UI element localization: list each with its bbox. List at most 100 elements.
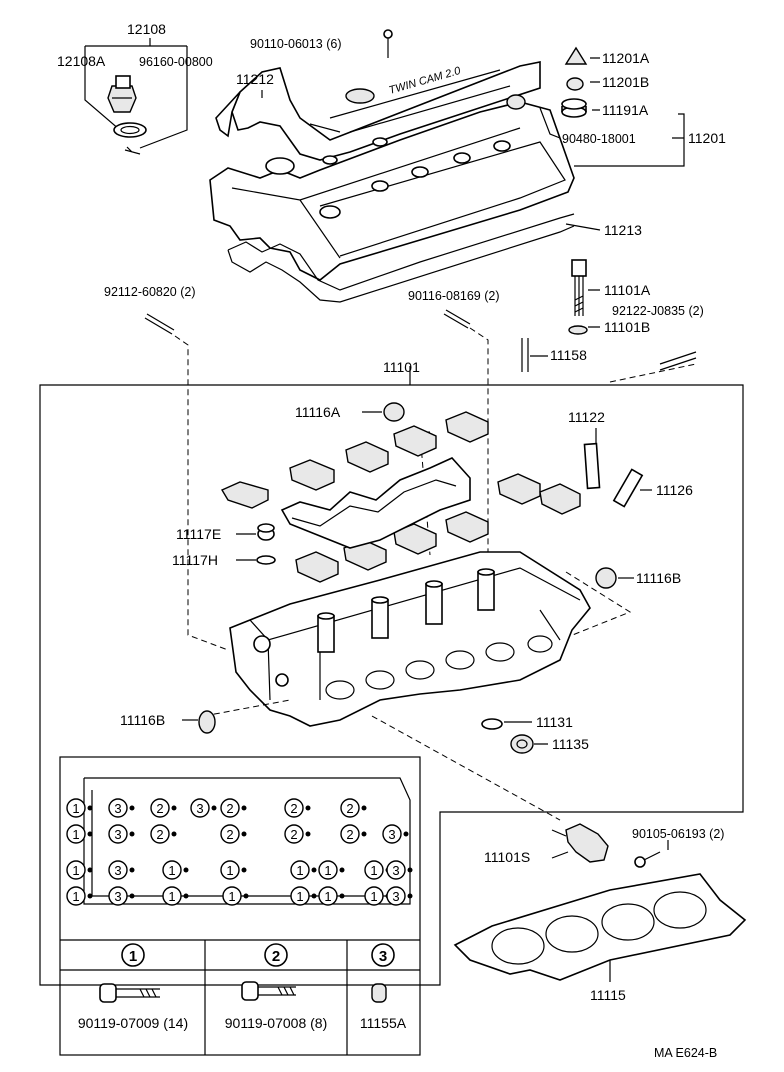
label-11191A: 11191A [602, 102, 649, 118]
bolt-position-3-1: 1 [66, 860, 93, 880]
bolt-position-4-8: 3 [386, 886, 413, 906]
svg-text:3: 3 [196, 801, 203, 816]
bolt-position-1-3: 2 [150, 798, 177, 818]
legend-part-number: 90119-07008 (8) [225, 1015, 327, 1031]
pins [583, 442, 644, 508]
cylinder-head-cover: TWIN CAM 2.0 [209, 61, 575, 303]
diagram-code: MA E624-B [654, 1046, 717, 1060]
label-11122: 11122 [568, 409, 605, 425]
svg-text:3: 3 [114, 801, 121, 816]
assembly-frame [39, 384, 744, 986]
label-12108A: 12108A [57, 53, 106, 69]
label-11135: 11135 [552, 736, 589, 752]
label-90116-08169: 90116-08169 (2) [408, 289, 500, 303]
cam-bearing-housing [280, 457, 471, 549]
sensor-parts [551, 823, 661, 868]
legend-part-number: 11155A [360, 1015, 407, 1031]
label-11117E: 11117E [176, 526, 221, 542]
label-96160-00800: 96160-00800 [139, 55, 213, 69]
svg-text:1: 1 [168, 863, 175, 878]
bolt-position-2-6: 2 [340, 824, 367, 844]
legend-entry-3: 3 11155A [360, 943, 407, 1031]
label-92122-J0835: 92122-J0835 (2) [612, 304, 704, 318]
label-11158: 11158 [550, 347, 587, 363]
svg-text:3: 3 [114, 863, 121, 878]
svg-text:2: 2 [346, 827, 353, 842]
label-11116B-right: 11116B [636, 570, 681, 586]
bolt-position-4-5: 1 [290, 886, 317, 906]
svg-text:1: 1 [168, 889, 175, 904]
svg-text:2: 2 [272, 948, 280, 965]
legend-part-number: 90119-07009 (14) [78, 1015, 188, 1031]
bolt-position-3-6: 1 [318, 860, 345, 880]
legend-entry-1: 1 90119-07009 (14) [78, 943, 188, 1031]
bolt-position-3-4: 1 [220, 860, 247, 880]
cover-bolt [383, 29, 393, 58]
svg-text:1: 1 [324, 889, 331, 904]
svg-text:1: 1 [370, 863, 377, 878]
legend-table [60, 939, 420, 1055]
label-92112-60820: 92112-60820 (2) [104, 285, 196, 299]
svg-text:2: 2 [226, 827, 233, 842]
svg-text:1: 1 [370, 889, 377, 904]
label-11201A: 11201A [602, 50, 650, 66]
label-11126: 11126 [656, 482, 693, 498]
label-11201: 11201 [688, 130, 726, 146]
label-11101: 11101 [383, 359, 420, 375]
bolt-position-2-7: 3 [382, 824, 409, 844]
bolt-position-4-1: 1 [66, 886, 93, 906]
svg-text:1: 1 [72, 889, 79, 904]
bolt-position-3-3: 1 [162, 860, 189, 880]
svg-text:1: 1 [296, 863, 303, 878]
svg-text:1: 1 [228, 889, 235, 904]
bolt-position-4-4: 1 [222, 886, 249, 906]
label-12108: 12108 [127, 21, 166, 37]
bolt-position-3-7: 1 [364, 860, 391, 880]
svg-text:2: 2 [226, 801, 233, 816]
svg-text:3: 3 [114, 889, 121, 904]
bolt-position-4-3: 1 [162, 886, 189, 906]
svg-text:2: 2 [290, 801, 297, 816]
svg-text:2: 2 [156, 827, 163, 842]
bolt-position-1-2: 3 [108, 798, 135, 818]
svg-text:1: 1 [324, 863, 331, 878]
svg-text:3: 3 [114, 827, 121, 842]
svg-text:2: 2 [156, 801, 163, 816]
label-90480-18001: 90480-18001 [562, 132, 636, 146]
bolt-position-1-4: 3 [190, 798, 217, 818]
bolt-position-2-3: 2 [150, 824, 177, 844]
bolt-position-4-2: 3 [108, 886, 135, 906]
label-11117H: 11117H [172, 552, 218, 568]
label-11101S: 11101S [484, 849, 530, 865]
label-11201B: 11201B [602, 74, 649, 90]
bolt-position-1-5: 2 [220, 798, 247, 818]
label-11116B-left: 11116B [120, 712, 165, 728]
svg-text:1: 1 [296, 889, 303, 904]
part-labels: 12108 12108A 96160-00800 90110-06013 (6)… [57, 21, 726, 1060]
bolt-position-4-6: 1 [318, 886, 345, 906]
svg-text:1: 1 [226, 863, 233, 878]
bolt-position-3-2: 3 [108, 860, 135, 880]
bolt-position-2-5: 2 [284, 824, 311, 844]
bolt-position-2-4: 2 [220, 824, 247, 844]
svg-text:1: 1 [72, 801, 79, 816]
svg-text:2: 2 [290, 827, 297, 842]
grommet-parts [561, 46, 588, 118]
legend-entries: 1 90119-07009 (14) 2 90119-07008 (8) 3 11155A [78, 943, 407, 1031]
bolt-position-1-7: 2 [340, 798, 367, 818]
svg-text:1: 1 [129, 948, 137, 965]
head-gasket [453, 873, 747, 981]
bolt-position-3-8: 3 [386, 860, 413, 880]
svg-text:1: 1 [72, 863, 79, 878]
label-11116A: 11116A [295, 404, 341, 420]
label-11213: 11213 [604, 222, 642, 238]
label-11115: 11115 [590, 987, 626, 1003]
oil-filler-cap-group [84, 38, 188, 155]
svg-text:3: 3 [392, 889, 399, 904]
svg-text:3: 3 [379, 948, 387, 965]
bolt-position-1-6: 2 [284, 798, 311, 818]
label-11101A: 11101A [604, 282, 651, 298]
bolt-position-2-1: 1 [66, 824, 93, 844]
